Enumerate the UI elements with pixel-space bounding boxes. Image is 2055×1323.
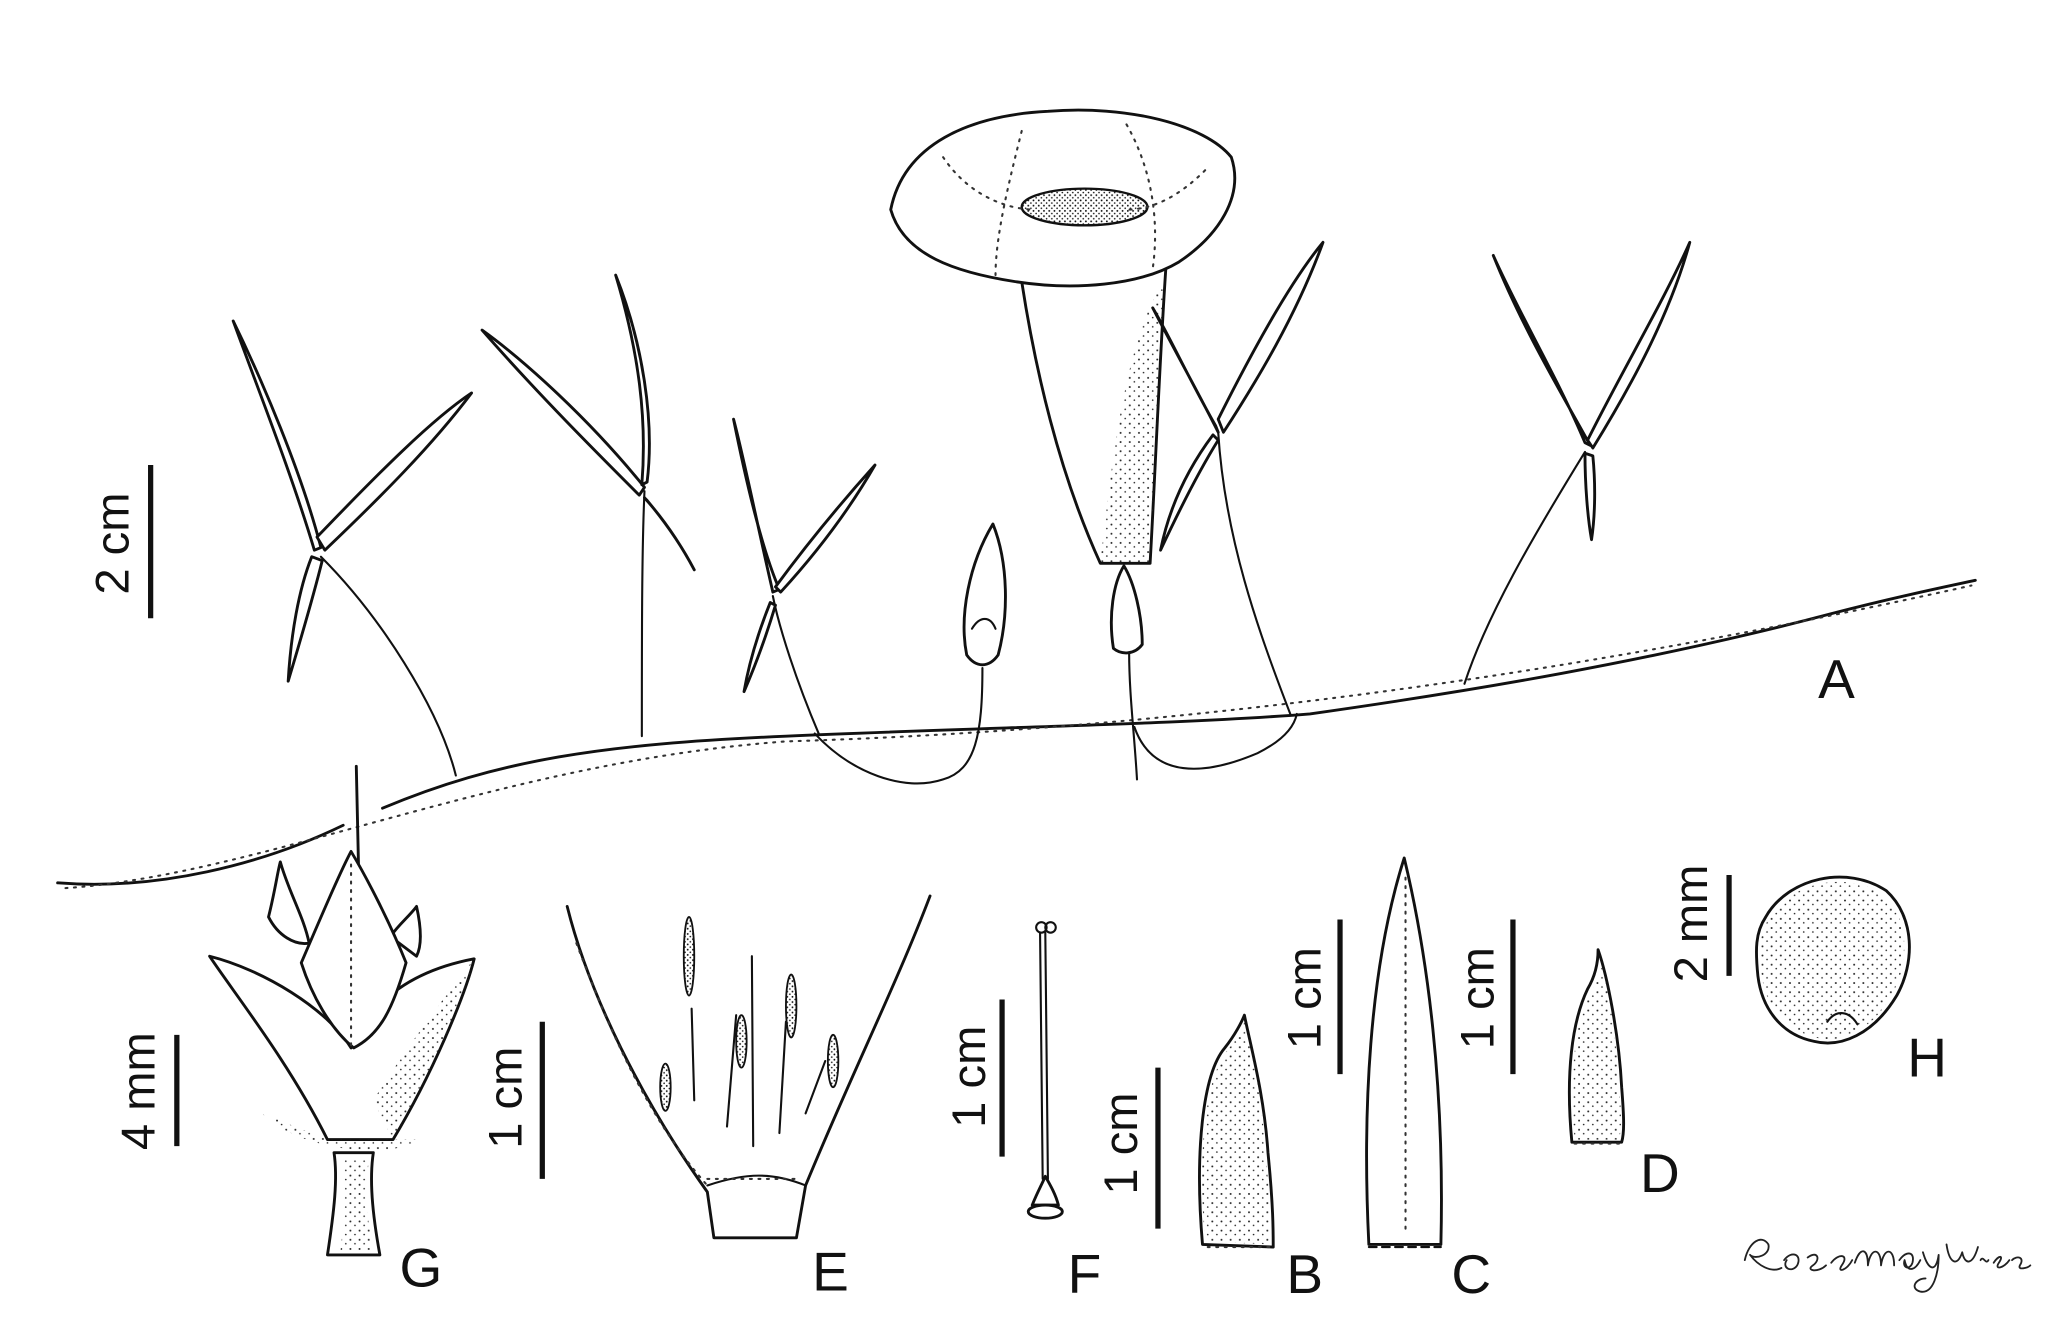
- flower-bud: [813, 522, 1007, 785]
- sepal-drawing-b: [1198, 1013, 1275, 1249]
- corolla-throat: [1020, 187, 1149, 227]
- artist-signature: [1743, 1238, 2032, 1293]
- scale-bar-seed: 2 mm: [1664, 865, 1732, 983]
- label-h: H: [1907, 1027, 1947, 1089]
- corolla-tube-stipple: [1100, 281, 1164, 564]
- leaf-5: [1463, 240, 1692, 685]
- svg-text:1 cm: 1 cm: [1094, 1092, 1147, 1194]
- corolla-section-drawing-e: [565, 894, 932, 1240]
- svg-text:1 cm: 1 cm: [478, 1047, 531, 1149]
- leaf-4: [1151, 240, 1325, 715]
- label-e: E: [812, 1240, 849, 1302]
- scale-bar-pistil: 1 cm: [942, 999, 1005, 1157]
- label-g: G: [400, 1236, 443, 1298]
- svg-text:1 cm: 1 cm: [942, 1026, 995, 1128]
- label-c: C: [1451, 1243, 1491, 1305]
- habit-drawing-a: [56, 108, 1977, 890]
- leaf-3: [732, 417, 877, 735]
- svg-text:4 mm: 4 mm: [112, 1032, 165, 1150]
- scale-bar-corolla-section: 1 cm: [478, 1021, 545, 1179]
- open-flower: [889, 108, 1298, 781]
- sepal-drawing-c: [1365, 856, 1443, 1249]
- label-a: A: [1818, 648, 1855, 710]
- svg-text:2 mm: 2 mm: [1664, 865, 1717, 983]
- scale-bar-habit: 2 cm: [85, 465, 154, 619]
- scale-bar-sepal-c: 1 cm: [1277, 919, 1343, 1075]
- svg-text:2 cm: 2 cm: [85, 493, 138, 595]
- label-d: D: [1640, 1142, 1680, 1204]
- main-stem: [56, 578, 1977, 886]
- leaf-2: [480, 273, 696, 738]
- leaf-1: [231, 319, 474, 777]
- scale-bar-sepal-d: 1 cm: [1450, 919, 1516, 1075]
- pistil-drawing-f: [1026, 921, 1064, 1220]
- label-b: B: [1286, 1243, 1323, 1305]
- label-f: F: [1068, 1243, 1102, 1305]
- main-stem-hair: [64, 584, 1973, 890]
- scale-bar-calyx: 4 mm: [112, 1032, 180, 1150]
- calyx-drawing-g: [208, 764, 476, 1257]
- sepal-drawing-d: [1567, 948, 1626, 1145]
- scale-bar-sepal-b: 1 cm: [1094, 1067, 1161, 1229]
- svg-text:1 cm: 1 cm: [1277, 947, 1330, 1049]
- svg-text:1 cm: 1 cm: [1450, 947, 1503, 1049]
- seed-drawing-h: [1755, 875, 1911, 1045]
